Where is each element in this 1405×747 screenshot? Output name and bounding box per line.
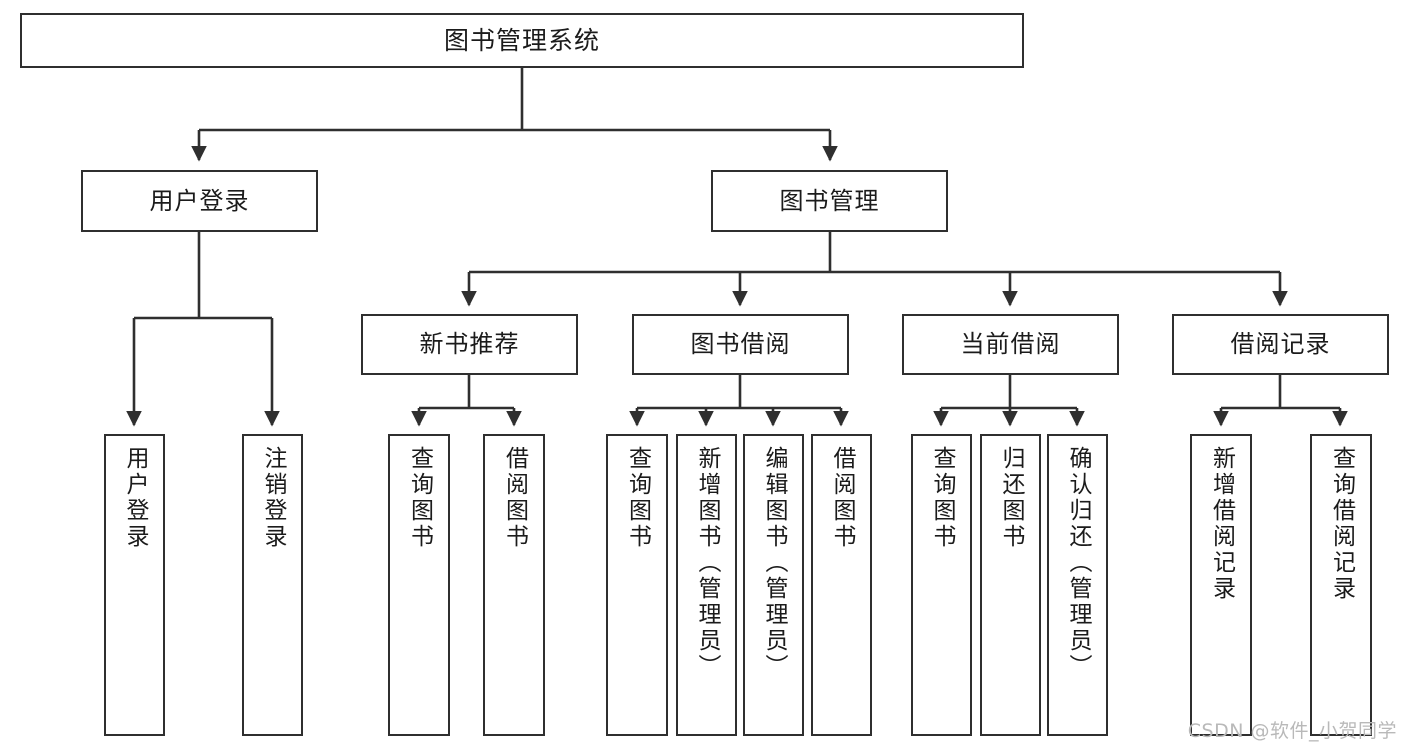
node-book-management-module[interactable]: 图书管理 bbox=[711, 170, 948, 232]
node-label: 新增图书（管理员） bbox=[694, 446, 720, 680]
node-label: 查询借阅记录 bbox=[1328, 446, 1355, 602]
leaf-user-login[interactable]: 用户登录 bbox=[104, 434, 165, 736]
node-label: 当前借阅 bbox=[960, 330, 1061, 359]
leaf-search-books-recommendation[interactable]: 查询图书 bbox=[388, 434, 450, 736]
node-label: 借阅记录 bbox=[1230, 330, 1331, 359]
node-label: 注销登录 bbox=[260, 446, 286, 550]
node-label: 查询图书 bbox=[624, 446, 651, 550]
node-label: 用户登录 bbox=[149, 186, 250, 215]
leaf-confirm-return-admin[interactable]: 确认归还（管理员） bbox=[1047, 434, 1108, 736]
leaf-borrow-books-recommendation[interactable]: 借阅图书 bbox=[483, 434, 545, 736]
leaf-search-books-borrowing[interactable]: 查询图书 bbox=[606, 434, 668, 736]
node-label: 图书管理系统 bbox=[443, 25, 600, 55]
node-borrowing-records[interactable]: 借阅记录 bbox=[1172, 314, 1389, 375]
node-book-borrowing[interactable]: 图书借阅 bbox=[632, 314, 849, 375]
node-label: 确认归还（管理员） bbox=[1065, 446, 1091, 680]
node-label: 借阅图书 bbox=[501, 446, 528, 550]
node-label: 新增借阅记录 bbox=[1208, 446, 1235, 602]
watermark: CSDN @软件_小贺同学 bbox=[1187, 720, 1397, 742]
node-new-book-recommendation[interactable]: 新书推荐 bbox=[361, 314, 578, 375]
leaf-search-books-current[interactable]: 查询图书 bbox=[911, 434, 972, 736]
leaf-add-borrowing-record[interactable]: 新增借阅记录 bbox=[1190, 434, 1252, 736]
node-label: 用户登录 bbox=[122, 446, 148, 550]
leaf-borrow-books-borrowing[interactable]: 借阅图书 bbox=[811, 434, 872, 736]
leaf-add-book-admin[interactable]: 新增图书（管理员） bbox=[676, 434, 737, 736]
node-label: 图书管理 bbox=[779, 186, 880, 215]
node-label: 归还图书 bbox=[998, 446, 1024, 550]
node-label: 编辑图书（管理员） bbox=[761, 446, 787, 680]
node-label: 查询图书 bbox=[929, 446, 955, 550]
node-root-library-management-system[interactable]: 图书管理系统 bbox=[20, 13, 1024, 68]
leaf-edit-book-admin[interactable]: 编辑图书（管理员） bbox=[743, 434, 804, 736]
leaf-search-borrowing-record[interactable]: 查询借阅记录 bbox=[1310, 434, 1372, 736]
node-label: 新书推荐 bbox=[419, 330, 520, 359]
node-current-borrowing[interactable]: 当前借阅 bbox=[902, 314, 1119, 375]
node-label: 借阅图书 bbox=[829, 446, 855, 550]
node-label: 查询图书 bbox=[406, 446, 433, 550]
leaf-user-logout[interactable]: 注销登录 bbox=[242, 434, 303, 736]
node-label: 图书借阅 bbox=[690, 330, 791, 359]
node-user-login-module[interactable]: 用户登录 bbox=[81, 170, 318, 232]
leaf-return-books[interactable]: 归还图书 bbox=[980, 434, 1041, 736]
